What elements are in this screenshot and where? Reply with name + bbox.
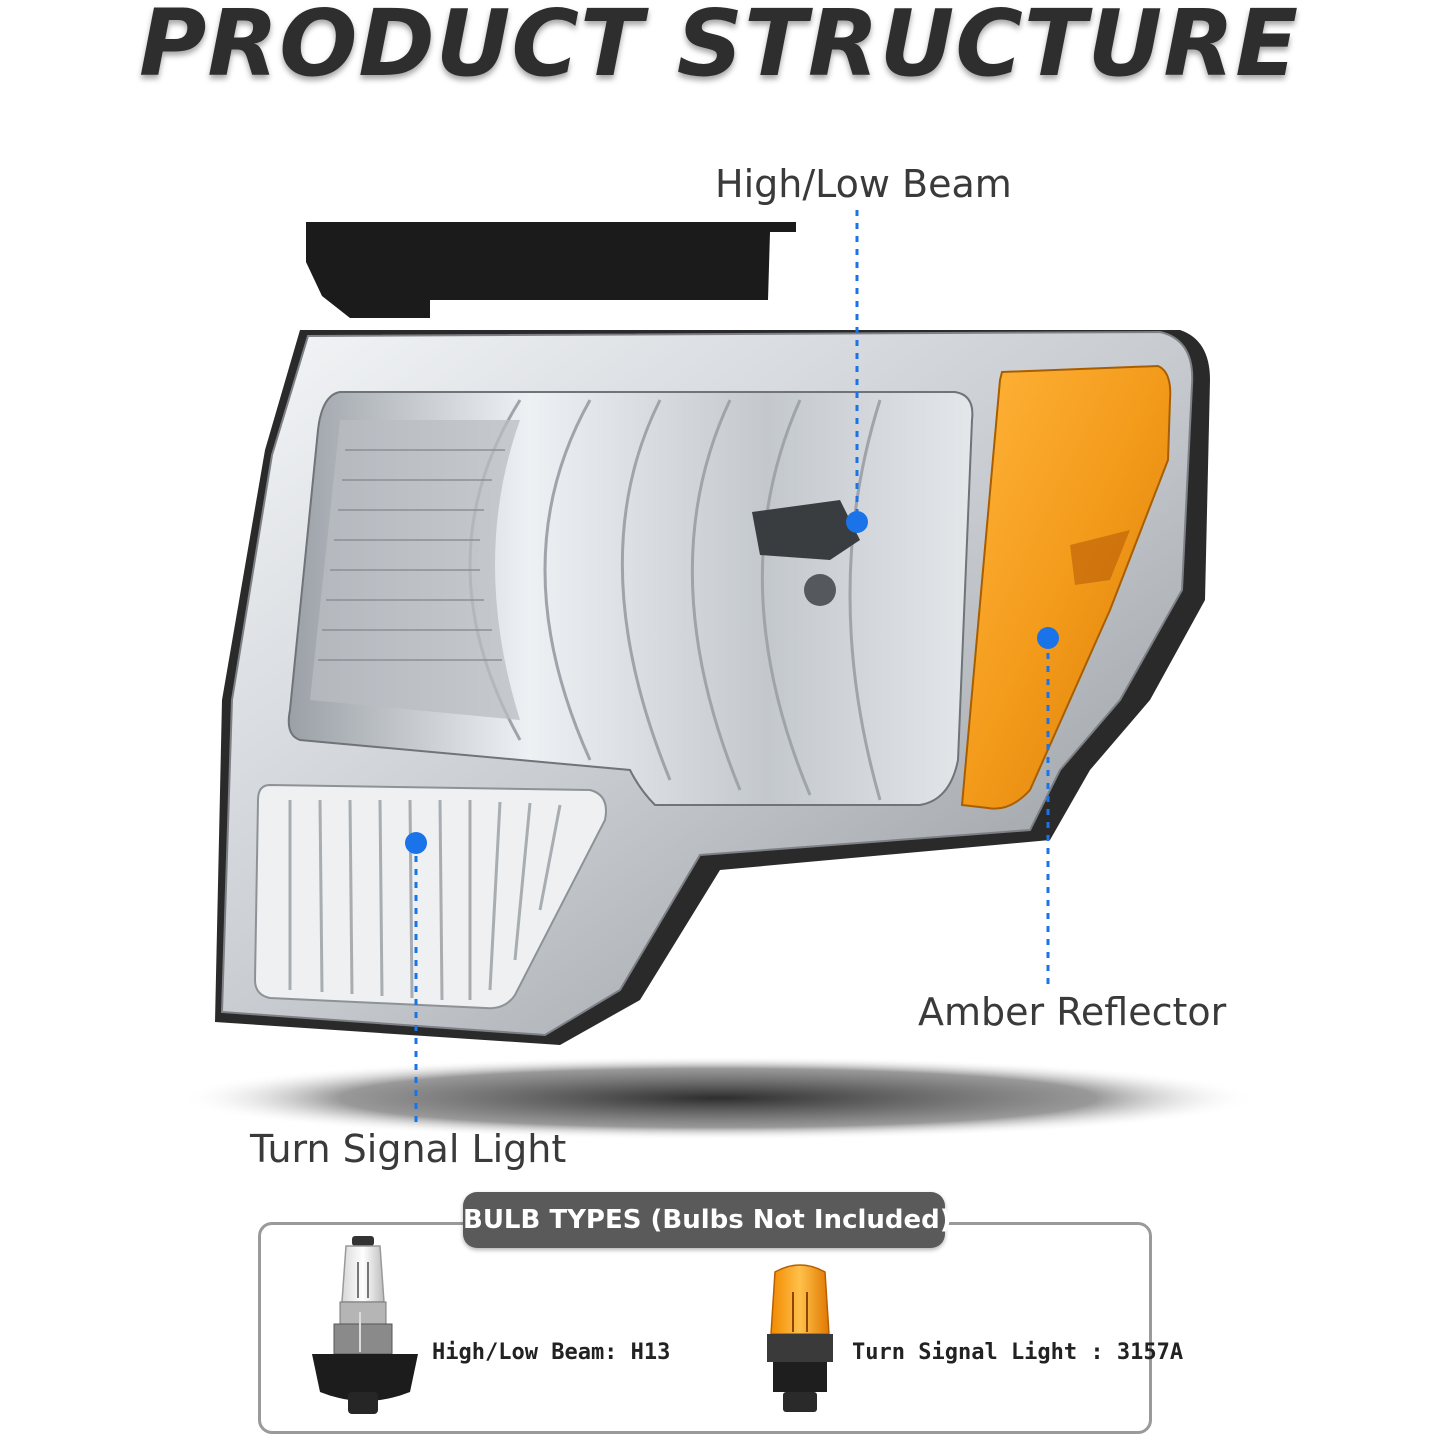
bulb-label-turn-signal: Turn Signal Light : 3157A	[852, 1340, 1184, 1365]
callout-dot-high-low-beam	[846, 511, 868, 533]
turn-signal-lens	[253, 783, 607, 1010]
callout-label-high-low-beam: High/Low Beam	[715, 162, 1012, 206]
bulb-types-panel	[258, 1222, 1152, 1434]
callout-label-turn-signal: Turn Signal Light	[250, 1127, 567, 1171]
projector-lines	[318, 449, 505, 661]
callout-dot-turn-signal	[405, 832, 427, 854]
callout-label-amber-reflector: Amber Reflector	[918, 990, 1227, 1034]
callout-lines	[414, 210, 1050, 1128]
halogen-bulb-icon	[312, 1236, 418, 1414]
bulb-label-high-low-beam: High/Low Beam: H13	[432, 1340, 671, 1365]
page-title: PRODUCT STRUCTURE	[138, 0, 1300, 97]
callout-dot-amber-reflector	[1037, 627, 1059, 649]
mount-bracket	[306, 222, 796, 318]
amber-bulb-icon	[767, 1264, 833, 1412]
bulb-socket	[752, 500, 860, 560]
bulb-types-header: BULB TYPES (Bulbs Not Included)	[463, 1192, 952, 1248]
amber-insert	[1070, 530, 1130, 585]
bulb-socket-hub	[804, 574, 836, 606]
floor-shadow	[178, 1056, 1258, 1140]
amber-reflector	[960, 364, 1172, 810]
turn-signal-ribs	[288, 799, 562, 1001]
